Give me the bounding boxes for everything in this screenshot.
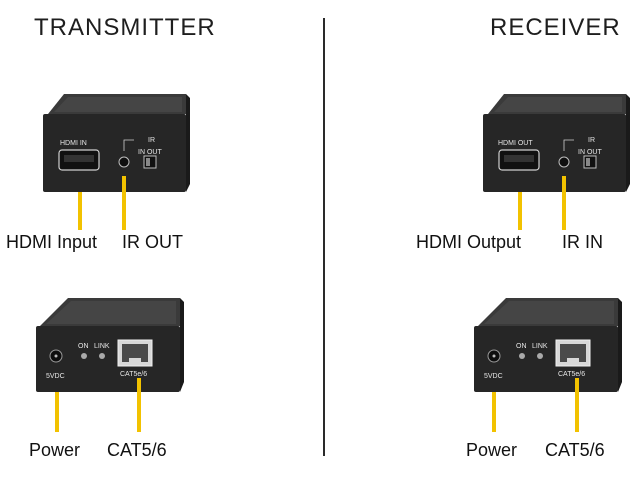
hdmi-port-label: HDMI OUT (498, 140, 533, 147)
center-divider (323, 18, 325, 456)
callout-ir-in: IR IN (562, 232, 604, 252)
callout-cat-rx: CAT5/6 (545, 440, 605, 460)
lead-cat-rx (575, 378, 579, 432)
receiver-front-device: HDMI OUT IR IN OUT (483, 94, 630, 192)
ir-jack (558, 156, 570, 168)
ir-label-bottom: IN OUT (138, 149, 162, 156)
lead-ir-in (562, 176, 566, 230)
lead-power-tx (55, 392, 59, 432)
transmitter-front-device: HDMI IN IR IN OUT (43, 94, 190, 192)
receiver-back-device: 5VDC ON LINK CAT5e/6 (474, 298, 622, 392)
ir-label-top: IR (148, 137, 155, 144)
led-link (99, 353, 105, 359)
callout-cat-tx: CAT5/6 (107, 440, 167, 460)
rj45-label: CAT5e/6 (120, 371, 147, 378)
lead-cat-tx (137, 378, 141, 432)
hdmi-port-label: HDMI IN (60, 140, 87, 147)
callout-power-rx: Power (466, 440, 518, 460)
transmitter-back-device: 5VDC ON LINK CAT5e/6 (36, 298, 184, 392)
lead-ir-out (122, 176, 126, 230)
callout-hdmi-input: HDMI Input (6, 232, 98, 252)
led-link (537, 353, 543, 359)
led-on (519, 353, 525, 359)
callout-ir-out: IR OUT (122, 232, 183, 252)
transmitter-heading: TRANSMITTER (34, 14, 216, 41)
rj45-label: CAT5e/6 (558, 371, 585, 378)
led-link-label: LINK (94, 343, 110, 350)
led-link-label: LINK (532, 343, 548, 350)
callout-power-tx: Power (29, 440, 81, 460)
ir-label-top: IR (588, 137, 595, 144)
power-label: 5VDC (46, 373, 65, 380)
led-on-label: ON (516, 343, 527, 350)
lead-hdmi-input (78, 192, 82, 230)
lead-power-rx (492, 392, 496, 432)
ir-label-bottom: IN OUT (578, 149, 602, 156)
ir-jack (118, 156, 130, 168)
lead-hdmi-output (518, 192, 522, 230)
led-on (81, 353, 87, 359)
led-on-label: ON (78, 343, 89, 350)
callout-hdmi-output: HDMI Output (416, 232, 522, 252)
power-label: 5VDC (484, 373, 503, 380)
receiver-heading: RECEIVER (490, 14, 621, 41)
